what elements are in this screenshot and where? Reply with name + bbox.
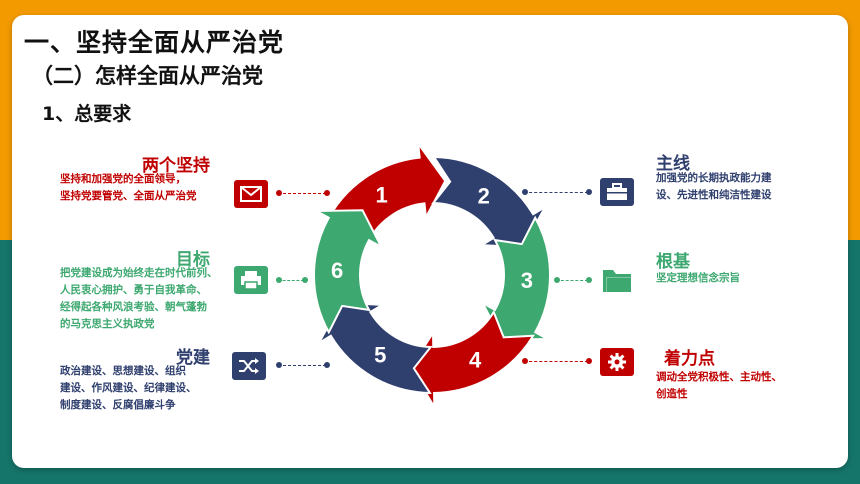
connector-dot [586,189,592,195]
shuffle-icon [232,352,266,380]
connector-dot [324,362,330,368]
connector-dot [276,277,282,283]
connector-dot [276,190,282,196]
connector-dangjian [278,365,326,366]
connector-dot [276,362,282,368]
cycle-number-6: 6 [331,258,343,283]
cycle-number-5: 5 [374,343,386,368]
connector-liangge [278,193,326,194]
connector-dot [522,358,528,364]
connector-zhuxian [524,192,588,193]
item-title-zhuolidian: 着力点 [664,349,715,369]
item-title-dangjian: 党建 [176,348,210,368]
subsection-heading: （二）怎样全面从严治党 [32,64,263,88]
connector-dot [302,277,308,283]
connector-dot [586,358,592,364]
briefcase-icon [600,178,634,206]
connector-dot [324,190,330,196]
item-title-genji: 根基 [656,252,690,272]
cycle-number-1: 1 [376,182,388,207]
cycle-number-3: 3 [521,268,533,293]
item-desc-zhuolidian: 调动全党积极性、主动性、 创造性 [656,371,782,400]
connector-mubiao [278,280,304,281]
connector-dot [522,189,528,195]
connector-zhuolidian [524,361,588,362]
gear-icon [600,348,634,376]
printer-icon [234,266,268,294]
mail-icon [234,180,268,208]
topic-heading: 1、总要求 [42,103,132,125]
connector-genji [556,280,588,281]
item-title-liangge: 两个坚持 [142,156,210,176]
cycle-number-4: 4 [469,348,482,373]
connector-dot [586,277,592,283]
cycle-number-2: 2 [478,183,490,208]
item-desc-genji: 坚定理想信念宗旨 [656,272,740,284]
item-title-mubiao: 目标 [176,250,210,270]
item-title-zhuxian: 主线 [656,154,690,174]
item-desc-mubiao: 把党建设成为始终走在时代前列、 人民衷心拥护、勇于自我革命、 经得起各种风浪考验… [60,267,218,330]
item-desc-liangge: 坚持和加强党的全面领导， 坚持党要管党、全面从严治党 [60,173,197,202]
item-desc-zhuxian: 加强党的长期执政能力建 设、先进性和纯洁性建设 [656,172,772,201]
folder-icon [600,266,634,294]
cycle-segment-6 [312,209,384,335]
item-desc-dangjian: 政治建设、思想建设、组织 建设、作风建设、纪律建设、 制度建设、反腐倡廉斗争 [60,365,197,411]
connector-dot [554,277,560,283]
section-heading: 一、坚持全面从严治党 [24,28,285,57]
